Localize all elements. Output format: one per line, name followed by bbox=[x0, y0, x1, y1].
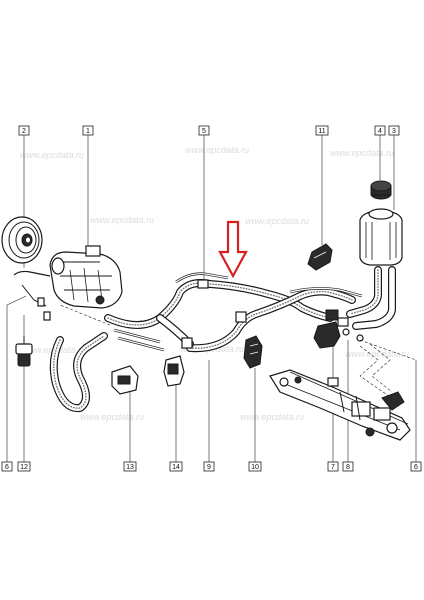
dashed-connections bbox=[359, 343, 393, 399]
callout-2-label: 2 bbox=[22, 128, 26, 135]
callout-1: 1 bbox=[82, 125, 94, 136]
callout-4-label: 4 bbox=[378, 128, 382, 135]
callout-8: 8 bbox=[342, 461, 354, 472]
callout-6-left-label: 6 bbox=[5, 464, 9, 471]
callout-13: 13 bbox=[123, 461, 137, 472]
callout-4: 4 bbox=[374, 125, 386, 136]
clip-10 bbox=[243, 335, 263, 369]
callout-6-right: 6 bbox=[410, 461, 422, 472]
watermark-1: www.epcdata.ru bbox=[20, 150, 84, 160]
callout-14-label: 14 bbox=[172, 464, 180, 471]
watermark-10: www.epcdata.ru bbox=[240, 412, 304, 422]
callout-3: 3 bbox=[388, 125, 400, 136]
callout-14: 14 bbox=[169, 461, 183, 472]
watermark-4: www.epcdata.ru bbox=[90, 215, 154, 225]
callout-8-label: 8 bbox=[346, 464, 350, 471]
callout-10: 10 bbox=[248, 461, 262, 472]
callout-9: 9 bbox=[203, 461, 215, 472]
hose-fittings bbox=[181, 279, 349, 349]
bottom-leaders bbox=[6, 295, 417, 462]
callout-1-label: 1 bbox=[86, 128, 90, 135]
metal-tubes bbox=[113, 272, 363, 352]
callout-12: 12 bbox=[17, 461, 31, 472]
callout-7: 7 bbox=[327, 461, 339, 472]
callout-11: 11 bbox=[315, 125, 329, 136]
callout-12-label: 12 bbox=[20, 464, 28, 471]
callout-11-label: 11 bbox=[318, 128, 325, 135]
pressure-switch bbox=[13, 270, 51, 321]
watermark-9: www.epcdata.ru bbox=[80, 412, 144, 422]
callout-2: 2 bbox=[18, 125, 30, 136]
callout-9-label: 9 bbox=[207, 464, 211, 471]
watermark-5: www.epcdata.ru bbox=[245, 216, 309, 226]
callout-3-label: 3 bbox=[392, 128, 396, 135]
red-arrow-shape bbox=[218, 220, 248, 279]
o-rings bbox=[342, 328, 364, 342]
callout-5: 5 bbox=[198, 125, 210, 136]
sensor-connector bbox=[15, 336, 33, 367]
hoses bbox=[49, 266, 396, 413]
clip-14 bbox=[163, 355, 185, 387]
power-steering-pump bbox=[49, 245, 123, 309]
fluid-reservoir bbox=[359, 180, 403, 266]
bracket-11 bbox=[307, 243, 333, 271]
clip-7 bbox=[313, 321, 341, 349]
callout-13-label: 13 bbox=[126, 464, 134, 471]
watermark-2: www.epcdata.ru bbox=[185, 145, 249, 155]
callout-10-label: 10 bbox=[251, 464, 259, 471]
callout-7-label: 7 bbox=[331, 464, 335, 471]
steering-rack bbox=[269, 369, 411, 441]
watermark-8: www.epcdata.ru bbox=[345, 349, 409, 359]
red-down-arrow bbox=[218, 220, 248, 279]
watermark-3: www.epcdata.ru bbox=[330, 148, 394, 158]
clip-13 bbox=[111, 365, 139, 395]
callout-6-left: 6 bbox=[1, 461, 13, 472]
callout-6-right-label: 6 bbox=[414, 464, 418, 471]
callout-5-label: 5 bbox=[202, 128, 206, 135]
pulley bbox=[1, 216, 43, 264]
